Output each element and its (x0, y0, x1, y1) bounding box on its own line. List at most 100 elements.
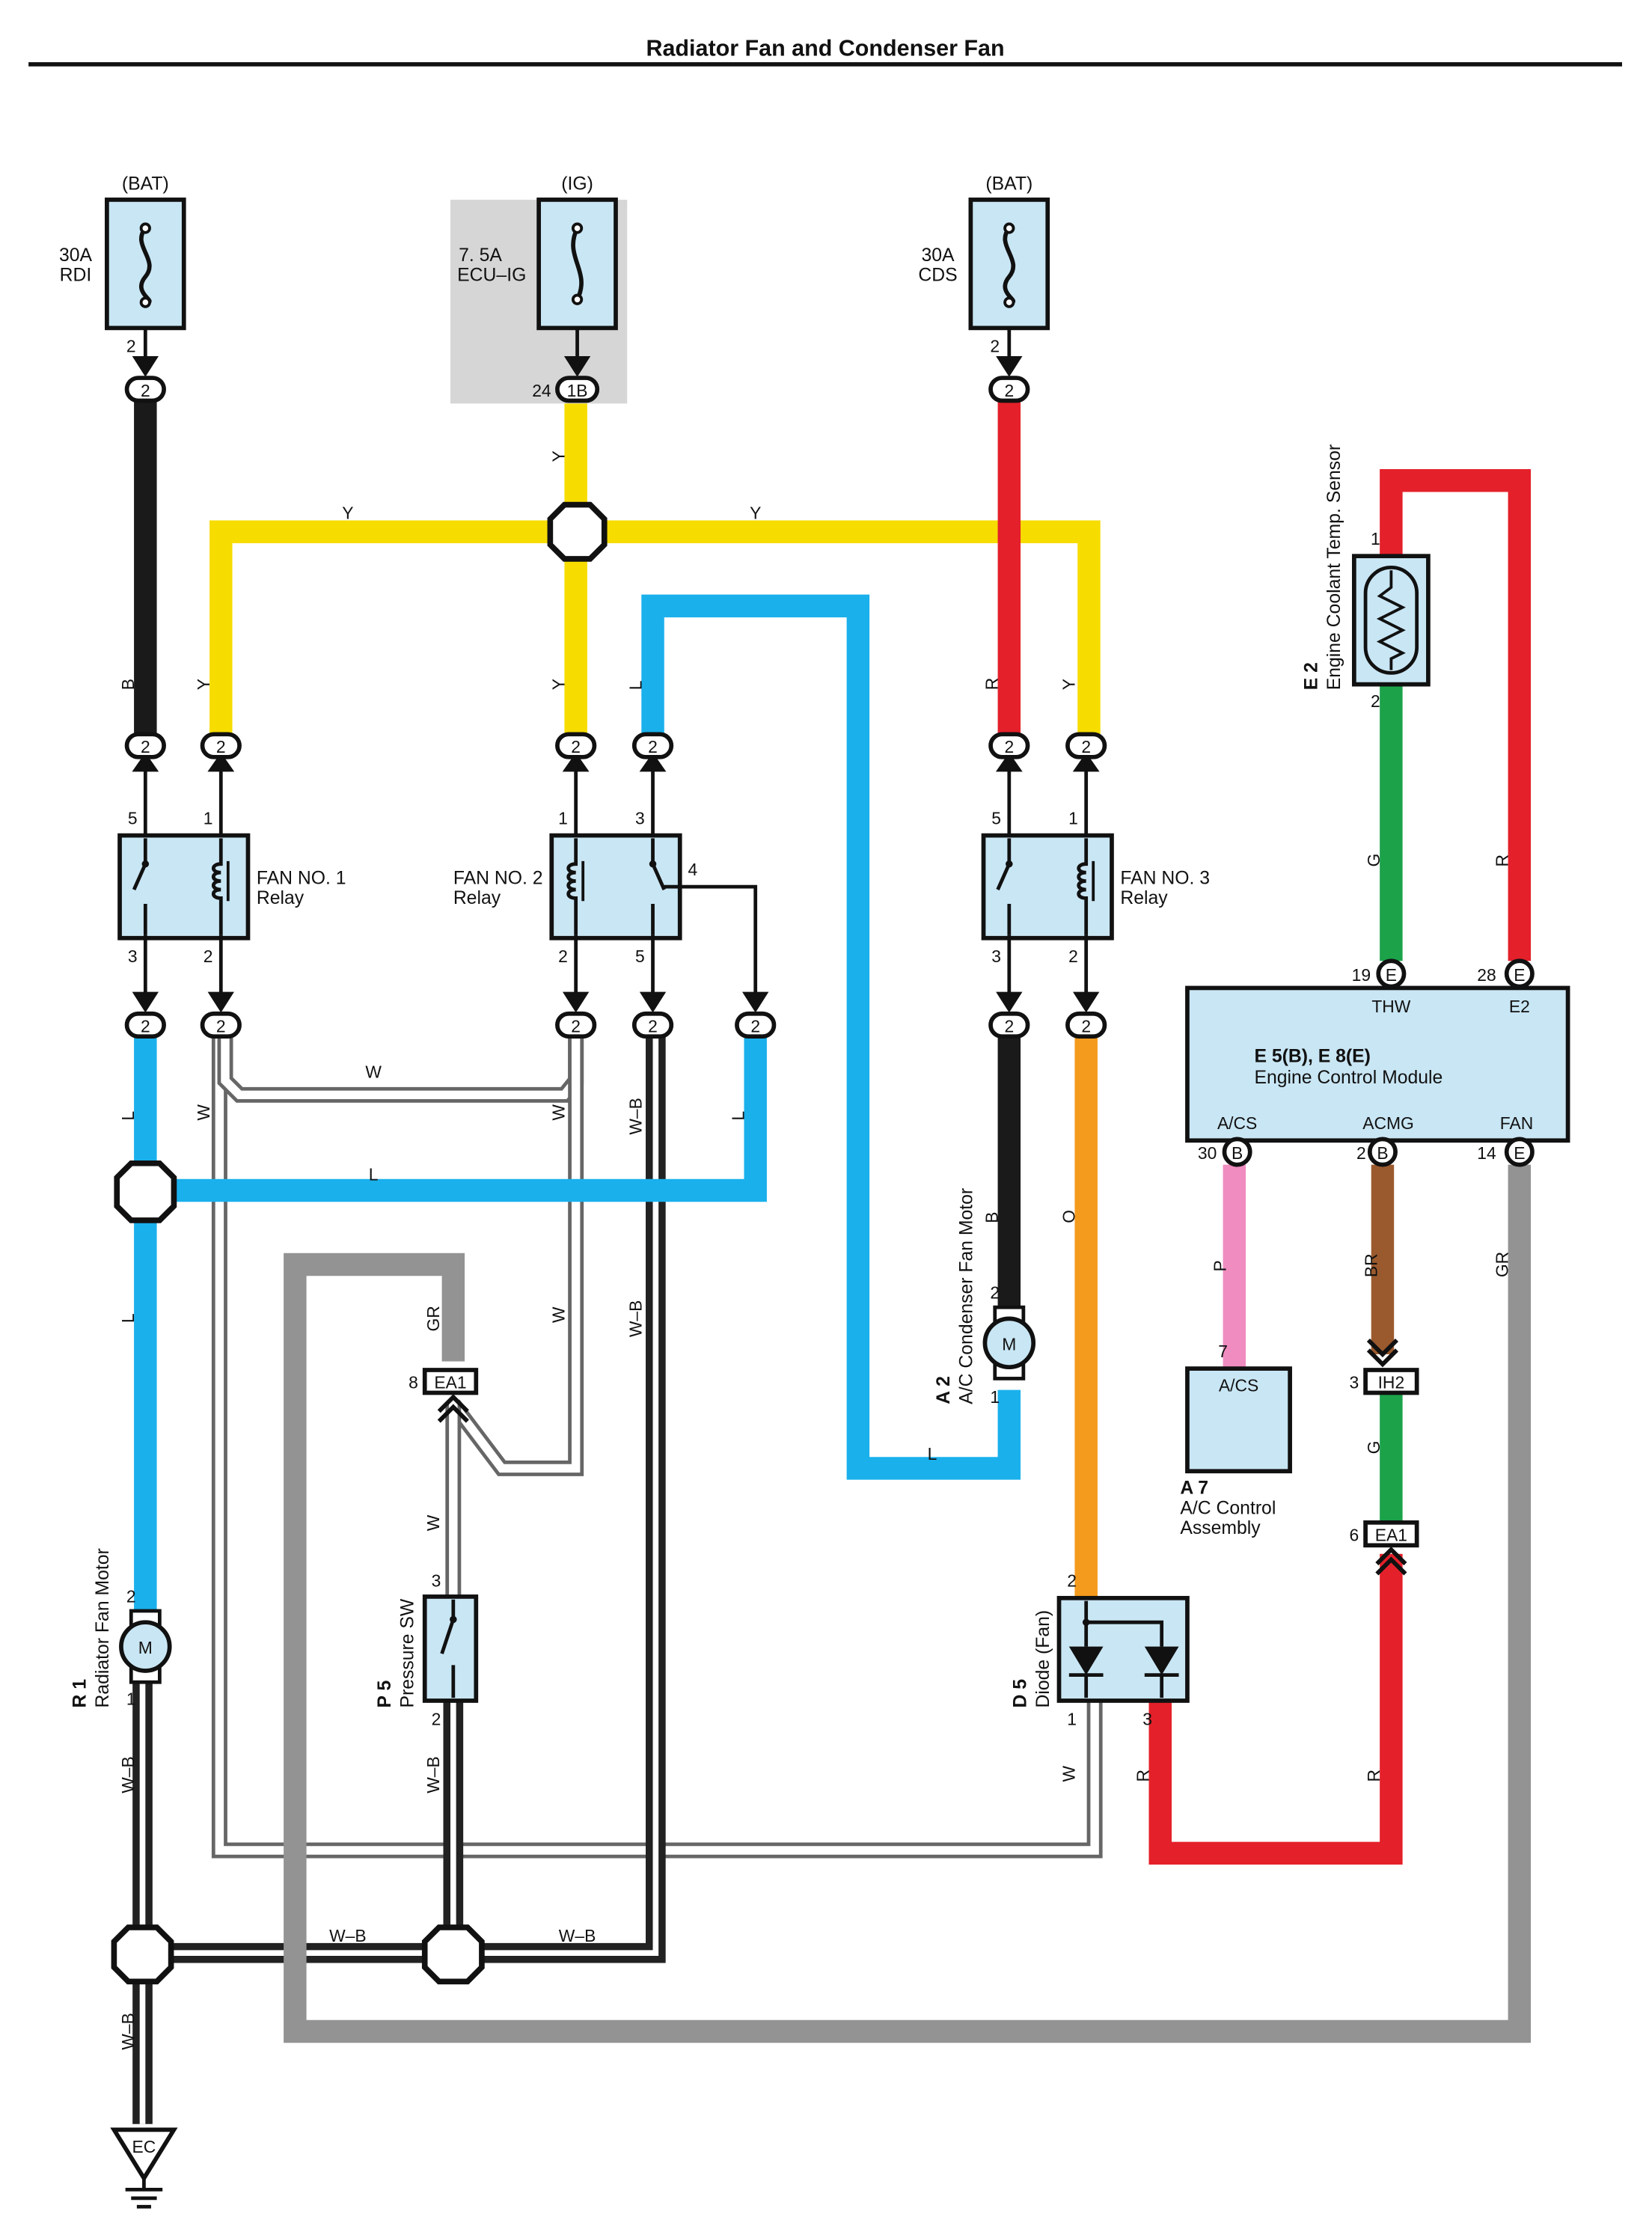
engine-coolant-temp-sensor (1351, 554, 1431, 687)
relay-input-connectors (124, 732, 1107, 839)
pin: 5 (128, 808, 138, 828)
pin: 6 (1349, 1526, 1359, 1545)
connector-label: 2 (571, 737, 581, 756)
wire-label: W (365, 1062, 382, 1081)
wire-label: Y (750, 504, 761, 523)
r1-name: Radiator Fan Motor (93, 1548, 113, 1707)
wire-label: L (928, 1444, 937, 1464)
pin: 1 (126, 1689, 136, 1709)
splice-blue (114, 1160, 177, 1223)
wire-label: W–B (329, 1926, 367, 1945)
yellow-wire-bus (209, 520, 1101, 735)
connector-ih2 (1363, 1368, 1419, 1395)
fuse-cds (968, 198, 1050, 331)
connector-label: 2 (141, 1016, 150, 1036)
wire-label: W (1059, 1766, 1078, 1782)
blue-wire-fan2 (641, 594, 1021, 1480)
pin: 2 (1371, 691, 1380, 711)
connector-label: 2 (141, 381, 150, 400)
wire-label: W (423, 1514, 443, 1531)
ecm-code: E 5(B), E 8(E) (1254, 1046, 1370, 1066)
connector-1b (555, 376, 600, 403)
p5-name: Pressure SW (397, 1598, 417, 1707)
connector-ea1-left-chevrons (437, 1394, 469, 1423)
fuse-ecu-ig (536, 198, 618, 331)
fuse-rdi-name: RDI (60, 266, 92, 286)
wire-label: L (118, 1313, 138, 1323)
connector-label: 2 (1004, 381, 1014, 400)
pin: 30 (1198, 1143, 1217, 1163)
connector-label: B (1377, 1143, 1388, 1163)
relay-fan1-name-1: FAN NO. 1 (257, 868, 346, 888)
pin: 3 (128, 947, 138, 966)
pin: 14 (1477, 1143, 1496, 1163)
wire-label: L (625, 681, 645, 691)
wire-label: Y (548, 679, 568, 690)
connector-label: E (1514, 1143, 1525, 1163)
motor-symbol: M (138, 1638, 153, 1657)
fuse-ecu-ig-name: ECU–IG (457, 266, 526, 286)
wire-label: BR (1361, 1253, 1380, 1277)
pin: 3 (635, 808, 645, 828)
pin-ig-24: 24 (532, 381, 551, 400)
blue-wire-bus (145, 1035, 767, 1202)
wire-label: GR (1493, 1252, 1512, 1277)
ecm-pin-14 (1504, 1137, 1535, 1167)
source-ig: (IG) (561, 174, 593, 195)
relay-fan2-name-1: FAN NO. 2 (453, 868, 543, 888)
ac-control-terminal: A/CS (1219, 1376, 1258, 1395)
a7-code: A 7 (1180, 1478, 1208, 1499)
pin: 1 (990, 1387, 1000, 1407)
fuse-rdi-rating: 30A (59, 245, 93, 266)
connector-2-cds (988, 376, 1030, 403)
relay-fan2 (549, 833, 758, 1006)
wire-label: R (1364, 1770, 1383, 1782)
ecm-pin-19 (1376, 958, 1407, 989)
wire-label: L (118, 1111, 138, 1121)
pin: 2 (126, 1587, 136, 1606)
connector-label: 2 (750, 1016, 760, 1036)
pin: 2 (990, 1283, 1000, 1303)
connector-label: IH2 (1378, 1373, 1405, 1392)
connector-ea1-left (422, 1368, 479, 1395)
wire-label: L (728, 1111, 747, 1121)
pin: 2 (558, 947, 568, 966)
wire-label: Y (342, 504, 353, 523)
ecm-terminal-e2: E2 (1509, 997, 1530, 1016)
pin: 2 (204, 947, 213, 966)
connector-2-rdi (124, 376, 166, 403)
wire-label: W (548, 1306, 568, 1323)
connector-label: 2 (1081, 1016, 1091, 1036)
pin: 2 (1067, 1571, 1077, 1591)
pin: 3 (1349, 1373, 1359, 1392)
e2-name: Engine Coolant Temp. Sensor (1324, 444, 1344, 690)
relay-fan2-name-2: Relay (453, 888, 501, 908)
wire-label: W–B (625, 1098, 645, 1135)
wire-label: B (118, 679, 138, 690)
wire-label: P (1210, 1260, 1229, 1271)
wire-label: W–B (559, 1926, 596, 1945)
connector-label: EA1 (1375, 1526, 1407, 1545)
pin-rdi-2: 2 (126, 337, 136, 356)
pin: 7 (1218, 1342, 1228, 1361)
red-wire-e2 (1380, 468, 1532, 961)
connector-ea1-right (1363, 1520, 1419, 1548)
r1-code: R 1 (70, 1679, 90, 1708)
pin: 5 (991, 808, 1001, 828)
pin: 3 (1142, 1709, 1152, 1728)
wire-label: W (548, 1104, 568, 1121)
pin: 28 (1477, 965, 1496, 985)
wire-label: L (369, 1165, 379, 1184)
radiator-fan-motor (119, 1609, 172, 1684)
ecm-pin-2 (1367, 1137, 1398, 1167)
splice-wb-left (111, 1924, 174, 1985)
wire-label: W–B (118, 2013, 138, 2050)
d5-code: D 5 (1011, 1679, 1031, 1708)
p5-code: P 5 (375, 1681, 395, 1708)
wire-label: GR (423, 1306, 443, 1331)
a2-code: A 2 (934, 1376, 954, 1404)
relay-fan3-name-2: Relay (1120, 888, 1168, 908)
pin: 3 (991, 947, 1001, 966)
d5-name: Diode (Fan) (1033, 1610, 1053, 1708)
